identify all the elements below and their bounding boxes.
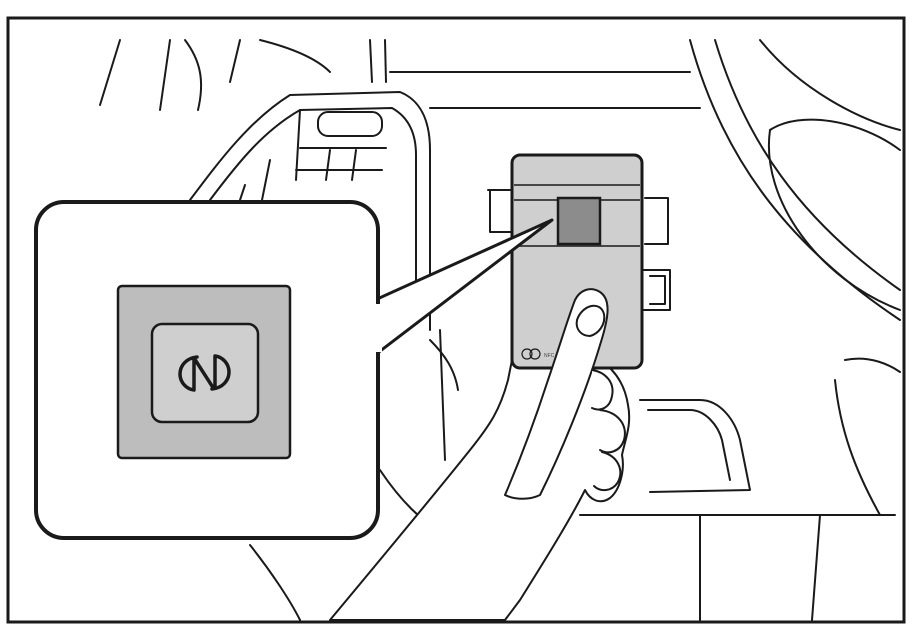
background-interior bbox=[99, 39, 901, 621]
thumb bbox=[504, 288, 609, 500]
nfc-sensor-area bbox=[556, 196, 602, 246]
nfc-icon bbox=[178, 354, 231, 392]
fingers bbox=[591, 369, 626, 492]
inset-callout bbox=[34, 200, 382, 540]
card-logo-icon bbox=[521, 348, 541, 360]
